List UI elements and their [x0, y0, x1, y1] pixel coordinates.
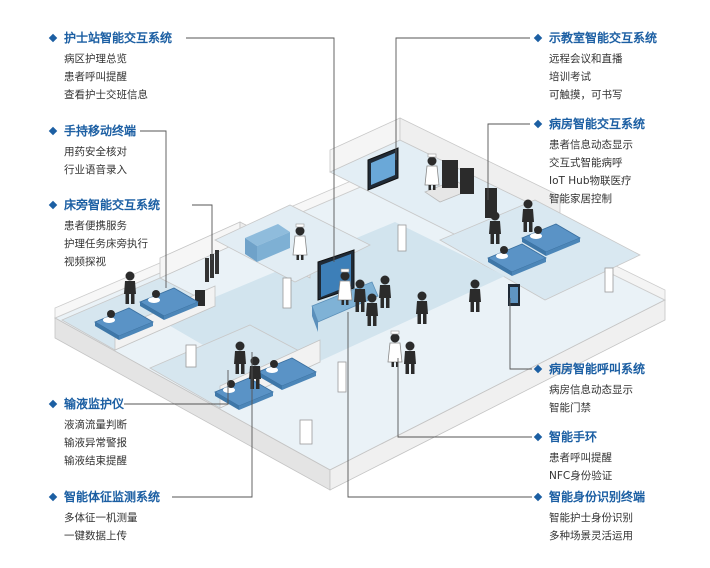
group-item: 培训考试	[549, 71, 591, 83]
callout-identity-terminal: 智能身份识别终端 智能护士身份识别 多种场景灵活运用	[533, 489, 646, 545]
group-item: 患者信息动态显示	[549, 139, 633, 151]
callout-smart-wristband: 智能手环 患者呼叫提醒 NFC身份验证	[533, 429, 613, 485]
group-item: 行业语音录入	[64, 164, 127, 176]
callout-lines	[124, 37, 532, 498]
group-item: 护理任务床旁执行	[64, 238, 148, 250]
group-item: 可触摸，可书写	[549, 89, 623, 101]
group-item: 视频探视	[64, 256, 106, 268]
group-item: 病房信息动态显示	[549, 384, 633, 396]
callout-bedside-system: 床旁智能交互系统 患者便携服务 护理任务床旁执行 视频探视	[48, 197, 161, 271]
callout-handheld-terminal: 手持移动终端 用药安全核对 行业语音录入	[48, 123, 137, 179]
group-item: 输液结束提醒	[64, 455, 127, 467]
callout-teaching-room: 示教室智能交互系统 远程会议和直播 培训考试 可触摸，可书写	[533, 30, 658, 104]
group-title: 病房智能呼叫系统	[549, 362, 646, 376]
callout-ward-interaction: 病房智能交互系统 患者信息动态显示 交互式智能病呼 IoT Hub物联医疗 智能…	[533, 116, 646, 208]
callout-nurse-station: 护士站智能交互系统 病区护理总览 患者呼叫提醒 查看护士交班信息	[48, 30, 173, 104]
group-item: 患者呼叫提醒	[64, 71, 127, 83]
group-item: 智能门禁	[549, 402, 591, 414]
callout-ward-call: 病房智能呼叫系统 病房信息动态显示 智能门禁	[533, 361, 646, 417]
group-title: 智能身份识别终端	[549, 490, 646, 504]
diamond-bullet-icon	[533, 432, 543, 442]
group-item: NFC身份验证	[549, 470, 613, 482]
diamond-bullet-icon	[533, 119, 543, 129]
diamond-bullet-icon	[533, 364, 543, 374]
callout-vital-signs: 智能体征监测系统 多体征一机测量 一键数据上传	[48, 489, 161, 545]
group-title: 病房智能交互系统	[549, 117, 646, 131]
group-title: 示教室智能交互系统	[549, 31, 658, 45]
diamond-bullet-icon	[48, 200, 58, 210]
group-item: 智能家居控制	[549, 193, 612, 205]
group-item: 病区护理总览	[64, 53, 127, 65]
group-title: 手持移动终端	[64, 124, 137, 138]
diamond-bullet-icon	[533, 492, 543, 502]
group-item: 液滴流量判断	[64, 419, 127, 431]
group-item: 查看护士交班信息	[64, 89, 148, 101]
group-title: 智能体征监测系统	[64, 490, 161, 504]
diamond-bullet-icon	[48, 33, 58, 43]
group-item: 多体征一机测量	[64, 512, 138, 524]
group-item: IoT Hub物联医疗	[549, 175, 632, 187]
group-title: 护士站智能交互系统	[64, 31, 173, 45]
diamond-bullet-icon	[48, 126, 58, 136]
group-title: 智能手环	[549, 430, 598, 444]
group-title: 床旁智能交互系统	[64, 198, 161, 212]
group-item: 一键数据上传	[64, 530, 127, 542]
group-title: 输液监护仪	[64, 397, 125, 411]
diamond-bullet-icon	[48, 399, 58, 409]
group-item: 智能护士身份识别	[549, 512, 633, 524]
group-item: 交互式智能病呼	[549, 157, 623, 169]
group-item: 患者呼叫提醒	[549, 452, 612, 464]
group-item: 输液异常警报	[64, 437, 127, 449]
diamond-bullet-icon	[533, 33, 543, 43]
diamond-bullet-icon	[48, 492, 58, 502]
group-item: 患者便携服务	[64, 220, 127, 232]
group-item: 用药安全核对	[64, 146, 127, 158]
callout-infusion-monitor: 输液监护仪 液滴流量判断 输液异常警报 输液结束提醒	[48, 396, 127, 470]
group-item: 多种场景灵活运用	[549, 530, 633, 542]
group-item: 远程会议和直播	[549, 53, 623, 65]
